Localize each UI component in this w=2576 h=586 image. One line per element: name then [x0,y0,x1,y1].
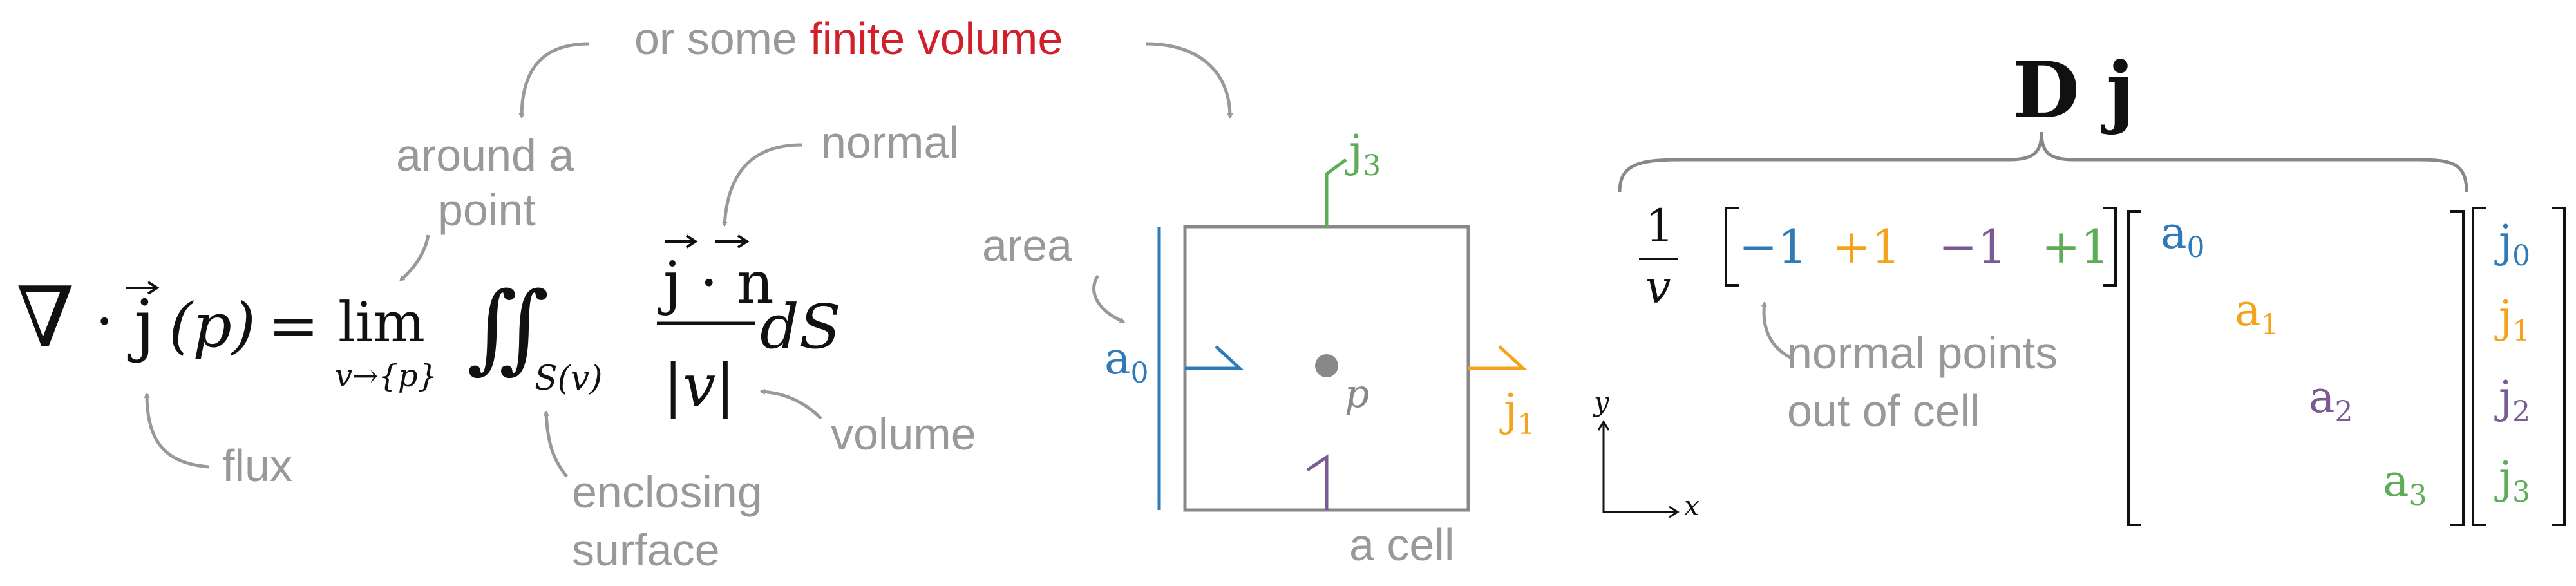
diag-entry-2: a2 [2309,372,2353,428]
flux-j: j [127,285,155,364]
header-label: or some finite volume [634,14,1063,64]
normal-flag-j2 [1306,454,1329,510]
j-entry-2-base: j [2494,372,2512,423]
j-entry-2: j2 [2494,372,2530,428]
row-bracket-right [2103,207,2117,287]
diag-entry-0-sub: 0 [2187,231,2205,264]
j-entry-1-base: j [2494,292,2512,343]
row-entry-0: −1 [1739,220,1807,274]
fraction-numerator: j · n [658,249,774,317]
x-axis-label: x [1684,490,1700,522]
vector-arrow-n-head [737,234,750,249]
arrow-flux-to-j [147,394,210,469]
annotation-a-cell: a cell [1349,520,1454,570]
diag-entry-2-base: a [2309,372,2335,423]
j-bracket-left [2472,207,2486,526]
j-entry-3-sub: 3 [2512,476,2530,509]
lim-operator: lim [338,291,425,355]
x-axis-arrowhead [1669,506,1680,518]
arrow-surface-to-subscript [546,412,568,478]
diag-bracket-left [2127,210,2141,526]
j-bracket-right [2552,207,2566,526]
vector-arrow-j2-head [685,234,698,249]
y-axis-label: y [1593,386,1610,417]
diag-entry-2-sub: 2 [2335,395,2353,428]
arrow-area-to-face [1092,274,1124,324]
double-integral: ∬ [467,272,549,384]
label-a0: a0 [1104,334,1149,390]
diag-entry-3: a3 [2383,456,2427,512]
label-j3: j3 [1345,126,1381,182]
annotation-area: area [982,220,1072,270]
diag-entry-0-base: a [2161,208,2187,259]
label-j1-base: j [1499,385,1517,436]
dot-operator: · [95,288,114,355]
normal-flag-j0 [1185,345,1244,370]
j-entry-2-sub: 2 [2512,395,2530,428]
surface-subscript: S(v) [535,359,603,398]
annotation-surface: surface [572,525,720,575]
scale-fraction-numerator: 1 [1645,200,1674,252]
vector-arrow-j-head [147,281,160,295]
arrow-volume-to-denominator [761,392,822,420]
annotation-normal: normal [821,117,959,167]
j-entry-3-base: j [2494,453,2512,504]
label-j3-base: j [1345,126,1363,177]
cell-center-label: p [1345,372,1369,417]
row-entry-3: +1 [2041,220,2110,274]
diag-entry-1: a1 [2235,285,2279,341]
overbrace [1618,131,2468,193]
y-axis-arrowhead [1597,420,1610,431]
axes-lines [1602,422,1678,513]
diag-entry-3-base: a [2383,456,2409,507]
label-j1-sub: 1 [1517,408,1535,441]
j-entry-0-base: j [2494,216,2512,267]
lim-subscript: v→{p} [335,358,437,394]
j-entry-1-sub: 1 [2512,315,2530,348]
nabla-symbol: ∇ [16,269,75,366]
cell-center-point [1315,354,1338,377]
normal-flag-j1 [1468,345,1528,370]
annotation-volume: volume [831,409,976,459]
j-entry-0-sub: 0 [2512,240,2530,272]
arrow-normal-points [1764,303,1792,359]
arrow-to-around-a-point [522,42,590,117]
diag-entry-1-sub: 1 [2261,308,2279,341]
arrow-point-to-lim [401,234,430,281]
row-entry-2: −1 [1938,220,2007,274]
j-entry-1: j1 [2494,292,2530,348]
arrow-normal-to-n [724,143,802,225]
annotation-point: point [438,185,536,235]
diag-entry-0: a0 [2161,208,2205,264]
header-prefix: or some [634,14,810,64]
diag-entry-3-sub: 3 [2409,479,2427,512]
row-bracket-left [1725,207,1739,287]
annotation-out-of-cell: out of cell [1787,386,1980,436]
row-entry-1: +1 [1832,220,1900,274]
diag-bracket-right [2450,210,2465,526]
point-argument: (p) [169,290,256,361]
fraction-denominator: |v| [663,352,735,420]
diag-entry-1-base: a [2235,285,2261,336]
scale-fraction-denominator: v [1645,261,1671,314]
annotation-normal-points: normal points [1787,328,2058,378]
annotation-flux: flux [222,440,292,491]
normal-flag-j3 [1325,158,1347,227]
label-a0-base: a [1104,334,1131,384]
annotation-enclosing: enclosing [572,467,762,517]
j-entry-0: j0 [2494,216,2530,272]
annotation-around-a: around a [396,130,574,180]
arrow-to-cell [1146,42,1230,117]
equals-sign: = [268,290,319,361]
label-a0-sub: 0 [1131,357,1149,390]
surface-element: dS [760,292,841,363]
operator-title: D j [2012,45,2134,136]
label-j3-sub: 3 [1363,149,1381,182]
j-entry-3: j3 [2494,453,2530,509]
label-j1: j1 [1499,385,1535,441]
header-highlight: finite volume [810,14,1063,64]
